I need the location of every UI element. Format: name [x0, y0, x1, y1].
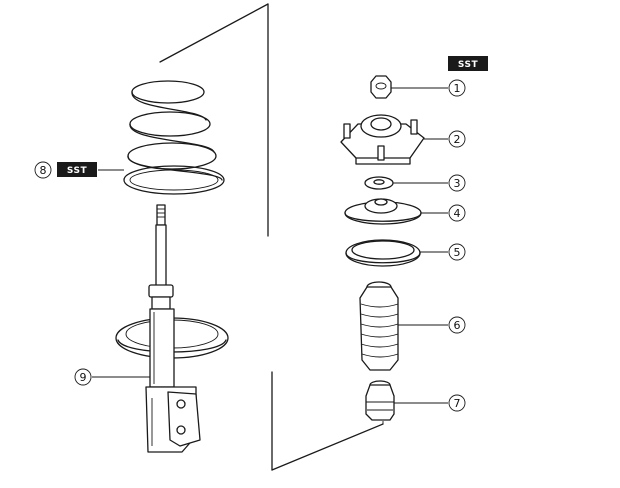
svg-text:SST: SST	[67, 166, 88, 176]
svg-text:5: 5	[454, 246, 461, 259]
callout-6: 6	[448, 316, 466, 334]
part-6-dust-boot	[359, 281, 399, 371]
callout-9: 9	[74, 368, 92, 386]
coil-spring	[123, 80, 225, 195]
part-2-upper-support	[340, 114, 425, 165]
callout-4: 4	[448, 204, 466, 222]
callout-1: 1	[448, 79, 466, 97]
callout-7: 7	[448, 394, 466, 412]
frame-lines	[159, 3, 384, 471]
leader-lines	[92, 87, 448, 404]
sst-tag-spring: SST	[57, 162, 97, 177]
svg-text:2: 2	[454, 133, 461, 146]
callout-2: 2	[448, 130, 466, 148]
part-3-washer	[364, 176, 394, 190]
svg-text:SST: SST	[458, 60, 479, 70]
sst-tag-top: SST	[448, 56, 488, 71]
shock-absorber	[115, 204, 229, 453]
svg-text:7: 7	[454, 397, 461, 410]
callout-5: 5	[448, 243, 466, 261]
svg-text:4: 4	[454, 207, 461, 220]
part-7-bump-stopper	[365, 380, 395, 421]
part-4-upper-spring-seat	[344, 198, 422, 225]
svg-text:8: 8	[40, 164, 47, 177]
part-5-spring-insulator	[345, 239, 421, 267]
callout-3: 3	[448, 174, 466, 192]
svg-text:6: 6	[454, 319, 461, 332]
svg-text:3: 3	[454, 177, 461, 190]
part-1-nut	[370, 75, 392, 99]
callout-8: 8	[34, 161, 52, 179]
svg-text:9: 9	[80, 371, 87, 384]
svg-text:1: 1	[454, 82, 461, 95]
